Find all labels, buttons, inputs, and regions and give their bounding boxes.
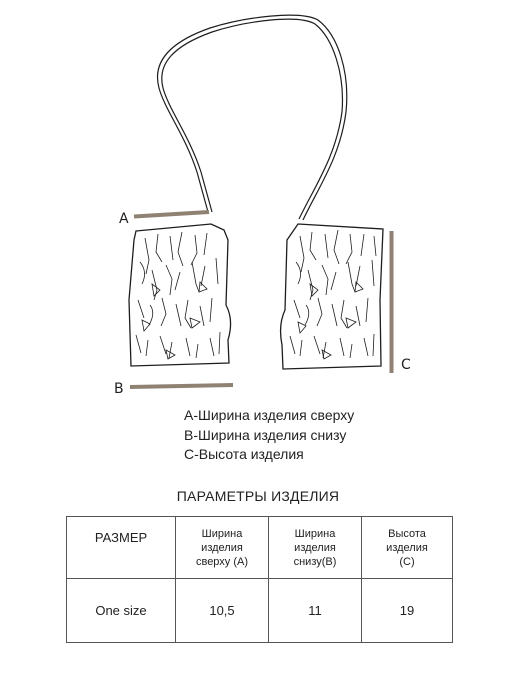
measure-b-label: B xyxy=(114,381,124,397)
header-bottom-width: Ширина изделия снизу(B) xyxy=(268,516,362,579)
header-height: Высота изделия (C) xyxy=(361,516,453,579)
header-top-width-line: Ширина xyxy=(201,527,243,540)
parameters-table: РАЗМЕР Ширина изделия сверху (A) Ширина … xyxy=(66,516,453,643)
measure-b-bar xyxy=(129,383,234,389)
mittens-cord-inner xyxy=(161,18,344,220)
left-mitten xyxy=(128,223,232,367)
header-size: РАЗМЕР xyxy=(66,516,176,579)
cell-bottom-width: 11 xyxy=(268,578,362,643)
measure-a-label: A xyxy=(119,211,129,227)
legend-a: A-Ширина изделия сверху xyxy=(184,407,355,423)
header-bottom-width-line: изделия xyxy=(294,541,336,554)
legend-c: C-Высота изделия xyxy=(184,446,304,462)
header-bottom-width-line: снизу(B) xyxy=(293,555,337,568)
table-title: ПАРАМЕТРЫ ИЗДЕЛИЯ xyxy=(176,488,340,504)
legend-b: B-Ширина изделия снизу xyxy=(184,426,347,443)
table-row: One size 10,5 11 19 xyxy=(66,578,453,643)
header-top-width-line: изделия xyxy=(201,541,243,554)
measurement-legend: A-Ширина изделия сверху B-Ширина изделия… xyxy=(184,406,354,465)
header-top-width: Ширина изделия сверху (A) xyxy=(175,516,269,579)
measure-a-bar xyxy=(133,210,210,219)
cell-size: One size xyxy=(66,578,176,643)
right-mitten xyxy=(279,223,384,370)
cell-height: 19 xyxy=(361,578,453,643)
header-height-line: (C) xyxy=(399,555,415,568)
measure-c-label: C xyxy=(401,357,411,373)
table-header-row: РАЗМЕР Ширина изделия сверху (A) Ширина … xyxy=(66,516,453,579)
header-top-width-line: сверху (A) xyxy=(195,555,249,568)
cell-top-width: 10,5 xyxy=(175,578,269,643)
header-bottom-width-line: Ширина xyxy=(294,527,336,540)
mittens-cord xyxy=(157,14,348,221)
header-height-line: изделия xyxy=(386,541,428,554)
header-height-line: Высота xyxy=(388,527,426,540)
mittens-illustration: A B C xyxy=(114,14,411,397)
